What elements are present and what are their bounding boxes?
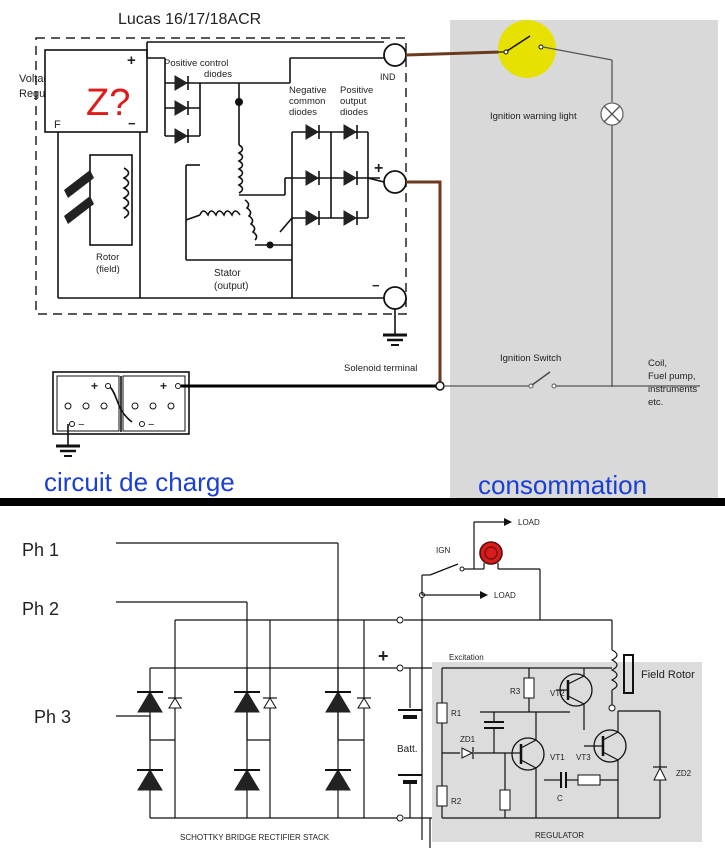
phase-2-label: Ph 2 [22, 599, 59, 619]
resistor-r2 [436, 785, 448, 807]
load-label-1: LOAD [518, 518, 540, 527]
consumer-panel [450, 20, 718, 498]
vr-minus-label: − [128, 116, 136, 131]
zd1-label: ZD1 [460, 735, 476, 744]
vt2-label: VT2 [550, 689, 565, 698]
r2-label: R2 [451, 797, 462, 806]
warning-lamp-red-icon [479, 541, 503, 569]
positive-output-diodes-label: Positive output diodes [340, 85, 376, 118]
negative-terminal-label: − [372, 278, 380, 293]
consommation-label: consommation [478, 470, 647, 500]
voltage-regulator-box [44, 49, 148, 133]
rectifier-bridge [137, 668, 371, 818]
zener-zd2 [653, 766, 667, 781]
load-label-2: LOAD [494, 591, 516, 600]
battery-ground-icon [56, 424, 80, 457]
transistor-vt2 [556, 673, 593, 707]
circuit-de-charge-label: circuit de charge [44, 467, 235, 497]
warning-switch-icon [498, 35, 613, 61]
rotor-label: Rotor (field) [96, 252, 122, 275]
alternator-outline [35, 37, 407, 315]
battery-symbol [398, 709, 422, 784]
warning-lamp-icon [600, 102, 624, 126]
rotor-assembly [57, 132, 141, 298]
negative-common-diodes-label: Negative common diodes [289, 85, 329, 118]
positive-rail-label: + [378, 646, 389, 666]
battery-plus-1: + [91, 379, 98, 393]
excitation-label: Excitation [449, 653, 484, 662]
vt1-label: VT1 [550, 753, 565, 762]
positive-control-diodes-label: Positive control diodes [164, 58, 232, 80]
resistor-r1 [436, 702, 448, 724]
zener-zd1 [461, 747, 474, 759]
zd2-label: ZD2 [676, 769, 692, 778]
r1-label: R1 [451, 709, 462, 718]
vr-f-label: F [54, 119, 61, 131]
warning-lamp-highlight [498, 20, 556, 78]
positive-terminal [383, 170, 407, 194]
vr-z-label: Z? [86, 82, 130, 124]
transistor-vt1 [511, 737, 545, 771]
negative-terminal [383, 286, 407, 310]
ignition-warning-light-label: Ignition warning light [490, 111, 577, 122]
ign-label: IGN [436, 546, 450, 555]
field-rotor-icon [610, 649, 634, 694]
battery-label: Batt. [397, 744, 418, 755]
section-divider [0, 498, 725, 506]
alternator-title: Lucas 16/17/18ACR [118, 11, 261, 28]
positive-terminal-label: + [374, 160, 383, 177]
solenoid-terminal-label: Solenoid terminal [344, 363, 417, 374]
ind-label: IND [380, 72, 396, 82]
vr-plus-label: + [127, 52, 136, 69]
r3-label: R3 [510, 687, 521, 696]
resistor-r3 [523, 677, 535, 699]
battery-minus-1: − [78, 419, 84, 431]
stator-label: Stator (output) [214, 268, 248, 292]
phase-1-label: Ph 1 [22, 540, 59, 560]
ignition-switch-label: Ignition Switch [500, 353, 561, 364]
battery-plus-2: + [160, 379, 167, 393]
rectifier-caption: SCHOTTKY BRIDGE RECTIFIER STACK [180, 833, 330, 842]
stator-windings [185, 83, 293, 261]
resistor-middle [499, 789, 511, 811]
c-label: C [557, 794, 563, 803]
positive-control-diode-stack [147, 57, 201, 144]
consumers-label: Coil, Fuel pump, instruments etc. [648, 358, 700, 408]
regulator-caption: REGULATOR [535, 831, 584, 840]
alternator-ground-icon [383, 309, 407, 346]
vt3-label: VT3 [576, 753, 591, 762]
transistor-vt3 [584, 729, 627, 763]
ign-switch-icon [421, 563, 465, 595]
resistor-bottom [577, 774, 601, 786]
battery-minus-2: − [148, 419, 154, 431]
battery-icon [52, 371, 190, 435]
field-rotor-label: Field Rotor [641, 669, 695, 681]
ind-terminal [383, 43, 407, 67]
phase-3-label: Ph 3 [34, 707, 71, 727]
output-diode-bridge [291, 124, 385, 298]
